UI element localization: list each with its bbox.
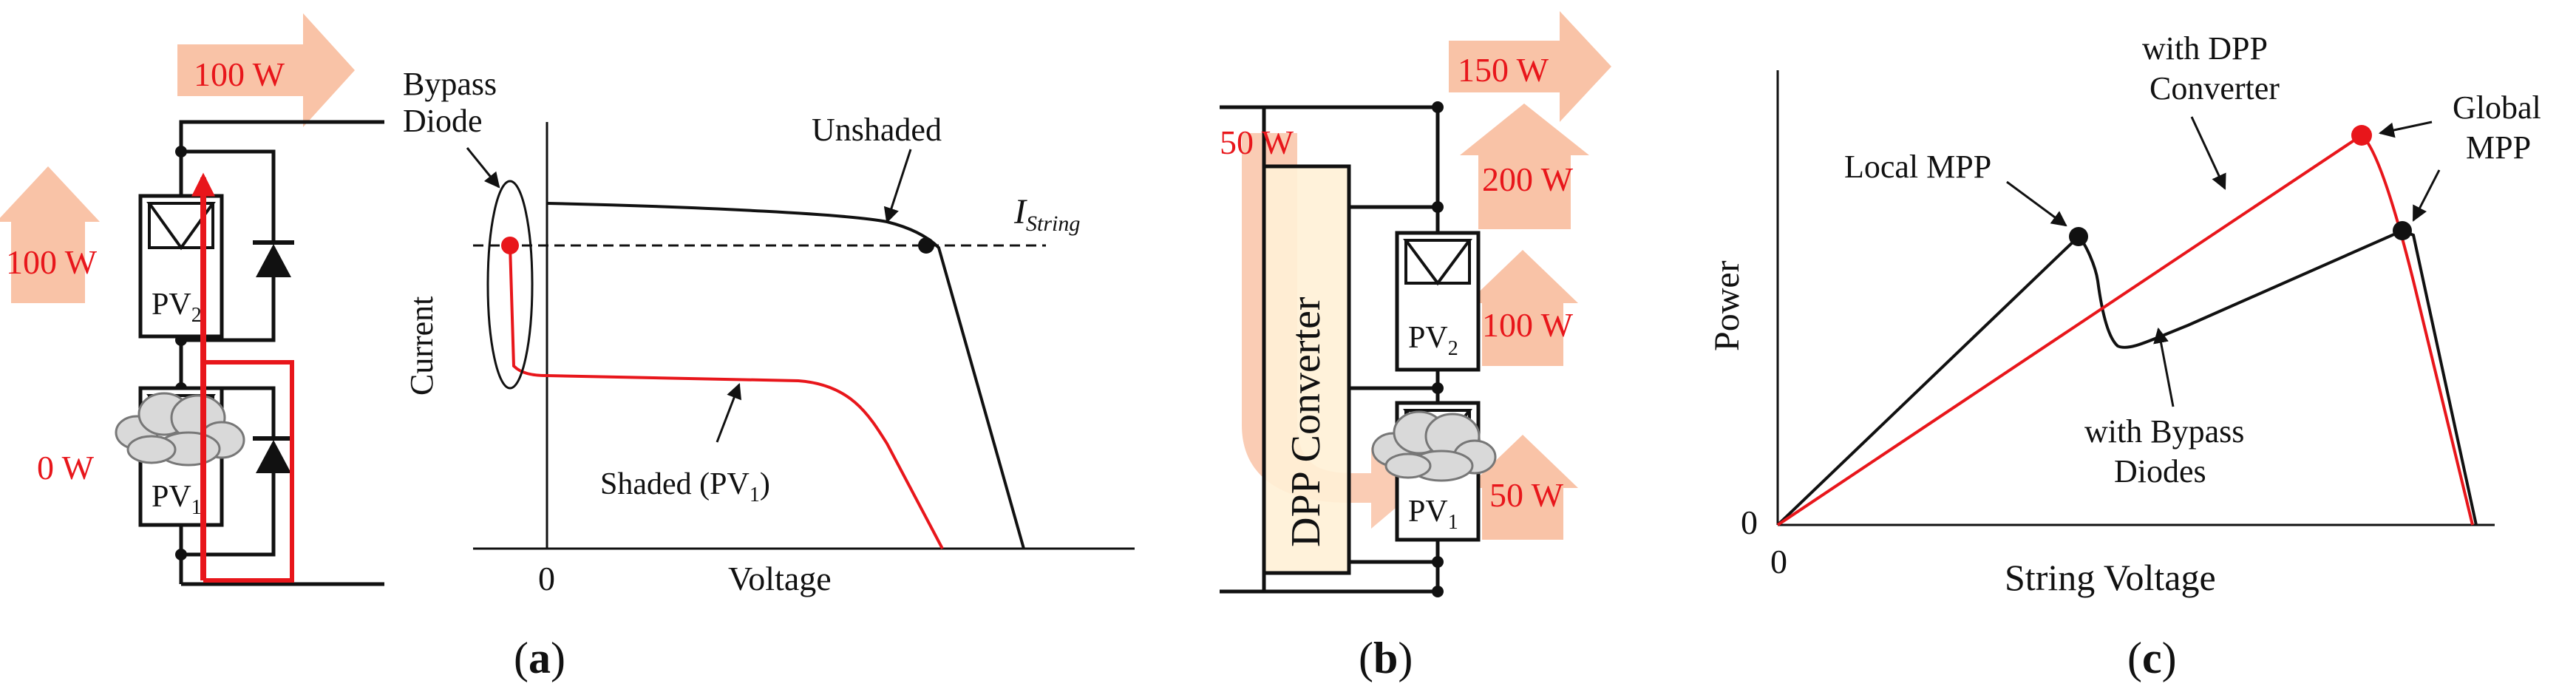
power-axis-label: Power — [1707, 260, 1747, 351]
global-mpp-point — [2351, 125, 2372, 146]
bypass-diode-pv2 — [253, 240, 294, 277]
shaded-label: Shaded (PV1) — [600, 467, 770, 506]
bypass-ellipse — [486, 180, 534, 390]
power-arrow-100 — [1467, 250, 1578, 366]
power-arrow-left — [0, 166, 100, 303]
pv1-label-b: PV1 — [1408, 495, 1458, 534]
pv2-module: PV2 — [138, 194, 224, 339]
cloud-icon — [115, 392, 245, 467]
voltage-axis-label: Voltage — [728, 560, 832, 597]
caption-a: (a) — [514, 634, 565, 682]
cloud-icon-b — [1371, 410, 1497, 482]
pv2-label-b: PV2 — [1408, 321, 1458, 360]
power-label-top: 100 W — [194, 55, 285, 93]
origin-x-label: 0 — [1770, 543, 1787, 580]
shaded-arrow — [716, 383, 742, 443]
caption-c: (c) — [2127, 634, 2177, 682]
dpp-arrow — [2190, 116, 2226, 190]
bypass-curve-arrow — [2153, 327, 2175, 407]
local-mpp-label: Local MPP — [1844, 149, 1991, 185]
unshaded-label: Unshaded — [812, 112, 942, 148]
unshaded-curve — [546, 202, 1025, 549]
converter-wiring — [1220, 105, 1441, 594]
power-arrow-top — [177, 13, 355, 127]
unshaded-operating-point — [918, 237, 934, 254]
dpp-converter-box — [1262, 164, 1351, 575]
power-label-50-red: 50 W — [1220, 123, 1294, 161]
panel-a: 100 W 100 W 0 W PV2 — [0, 13, 1135, 682]
pv1-label: PV1 — [152, 480, 202, 519]
power-label-shaded: 0 W — [37, 449, 95, 486]
power-label-200: 200 W — [1482, 160, 1574, 198]
power-label-100: 100 W — [1482, 306, 1574, 344]
bypass-global-point — [2393, 221, 2412, 240]
shaded-operating-point — [501, 237, 519, 254]
current-axis-label: Current — [404, 296, 440, 396]
global-mpp-arrow — [2378, 121, 2433, 138]
panel-b: DPP Converter PV2 PV1 150 W 200 W 50 W — [1220, 11, 1611, 682]
power-arrow-200 — [1460, 104, 1589, 229]
power-label-50: 50 W — [1489, 476, 1564, 514]
bypass-arrow — [466, 147, 500, 189]
origin-label: 0 — [538, 560, 555, 597]
global-mpp-arrow-2 — [2412, 169, 2441, 222]
shaded-curve — [509, 245, 944, 549]
pv2-label: PV2 — [152, 288, 202, 327]
istring-label: IString — [1013, 192, 1080, 236]
caption-b: (b) — [1359, 634, 1413, 682]
power-arrow-50 — [1467, 435, 1578, 540]
local-mpp-arrow — [2006, 180, 2067, 227]
power-label-150: 150 W — [1458, 51, 1549, 89]
local-mpp-point — [2069, 227, 2088, 246]
bypass-diode-pv1 — [253, 436, 294, 473]
origin-y-label: 0 — [1741, 504, 1758, 541]
power-label-left: 100 W — [6, 243, 98, 281]
bypass-current-path — [203, 360, 294, 583]
power-arrow-150 — [1449, 11, 1611, 122]
unshaded-arrow — [883, 149, 912, 223]
pv2-module-b: PV2 — [1395, 231, 1481, 372]
string-voltage-axis-label: String Voltage — [2005, 557, 2216, 598]
dpp-converter-label: DPP Converter — [1283, 296, 1329, 547]
